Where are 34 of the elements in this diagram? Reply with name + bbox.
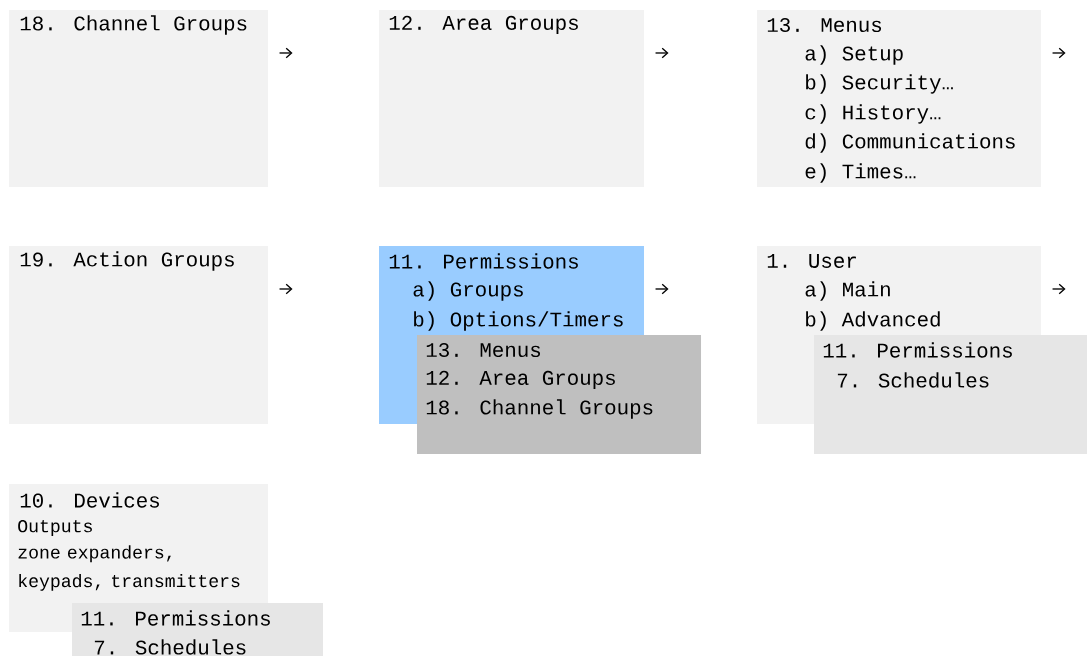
box-text: 13. Menus xyxy=(426,342,541,358)
arrow xyxy=(654,283,669,295)
box-text: a) Groups xyxy=(413,281,523,301)
box-text: b) Security… xyxy=(806,74,953,94)
box-text: zone expanders, keypads, transmitters xyxy=(18,545,240,591)
arrow xyxy=(278,283,293,295)
box-text: 10. Devices xyxy=(20,492,159,508)
box-text: 11. Permissions xyxy=(389,253,578,269)
box-text: 12. Area Groups xyxy=(389,15,578,35)
box-text: e) Times… xyxy=(805,163,916,183)
box-text: 18. Channel Groups xyxy=(20,15,247,35)
submenu-box xyxy=(814,335,1087,454)
box-text: a) Setup xyxy=(805,45,903,65)
arrow xyxy=(278,47,293,59)
box-text: 7. Schedules xyxy=(837,372,989,388)
box-text: 7. Schedules xyxy=(94,639,246,655)
box-text: 12. Area Groups xyxy=(426,370,615,390)
box-text: 18. Channel Groups xyxy=(426,399,653,419)
box-text: b) Advanced xyxy=(806,311,940,331)
box-text: 1. User xyxy=(767,254,856,268)
arrow xyxy=(654,47,669,59)
box-text: a) Main xyxy=(805,281,890,301)
submenu-box xyxy=(72,603,323,656)
arrow xyxy=(1051,47,1066,59)
box-text: Outputs xyxy=(18,520,92,536)
box-text: d) Communications xyxy=(805,133,1015,153)
arrow xyxy=(1051,283,1066,295)
box-text: 19. Action Groups xyxy=(20,251,234,271)
box-text: 11. Permissions xyxy=(81,610,270,626)
box-text: 11. Permissions xyxy=(823,342,1012,358)
box-text: c) History… xyxy=(805,104,941,124)
submenu-box xyxy=(417,335,701,454)
box-text: 13. Menus xyxy=(767,17,882,33)
box-text: b) Options/Timers xyxy=(414,311,623,331)
